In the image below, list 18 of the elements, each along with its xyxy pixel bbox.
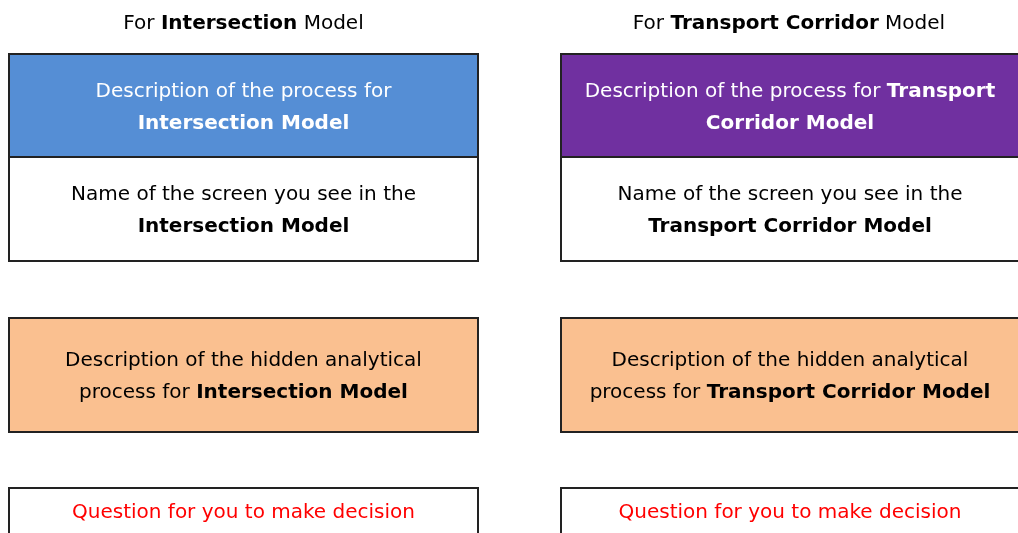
process-box [8, 487, 479, 533]
box-text: Name of the screen you see in the Transport Corridor Model [616, 180, 964, 239]
box-text: Description of the process for Intersection Model [94, 76, 393, 136]
box-text: Description of the process for Transport Corridor Model [583, 76, 997, 136]
process-box [8, 53, 479, 158]
process-box [560, 53, 1018, 158]
box-text: Name of the screen you see in the Intersection Model [70, 180, 417, 239]
box-text: Description of the hidden analytical process for Intersection Model [64, 346, 423, 405]
column-heading: For Transport Corridor Model [631, 10, 947, 34]
box-text: Question for you to make decision [71, 498, 416, 525]
process-box [560, 317, 1018, 433]
process-box [560, 487, 1018, 533]
process-box [560, 156, 1018, 262]
process-box [8, 156, 479, 262]
column-heading: For Intersection Model [122, 10, 365, 34]
process-box [8, 317, 479, 433]
box-text: Description of the hidden analytical process for Transport Corridor Model [588, 346, 992, 405]
box-text: Question for you to make decision [617, 498, 963, 525]
